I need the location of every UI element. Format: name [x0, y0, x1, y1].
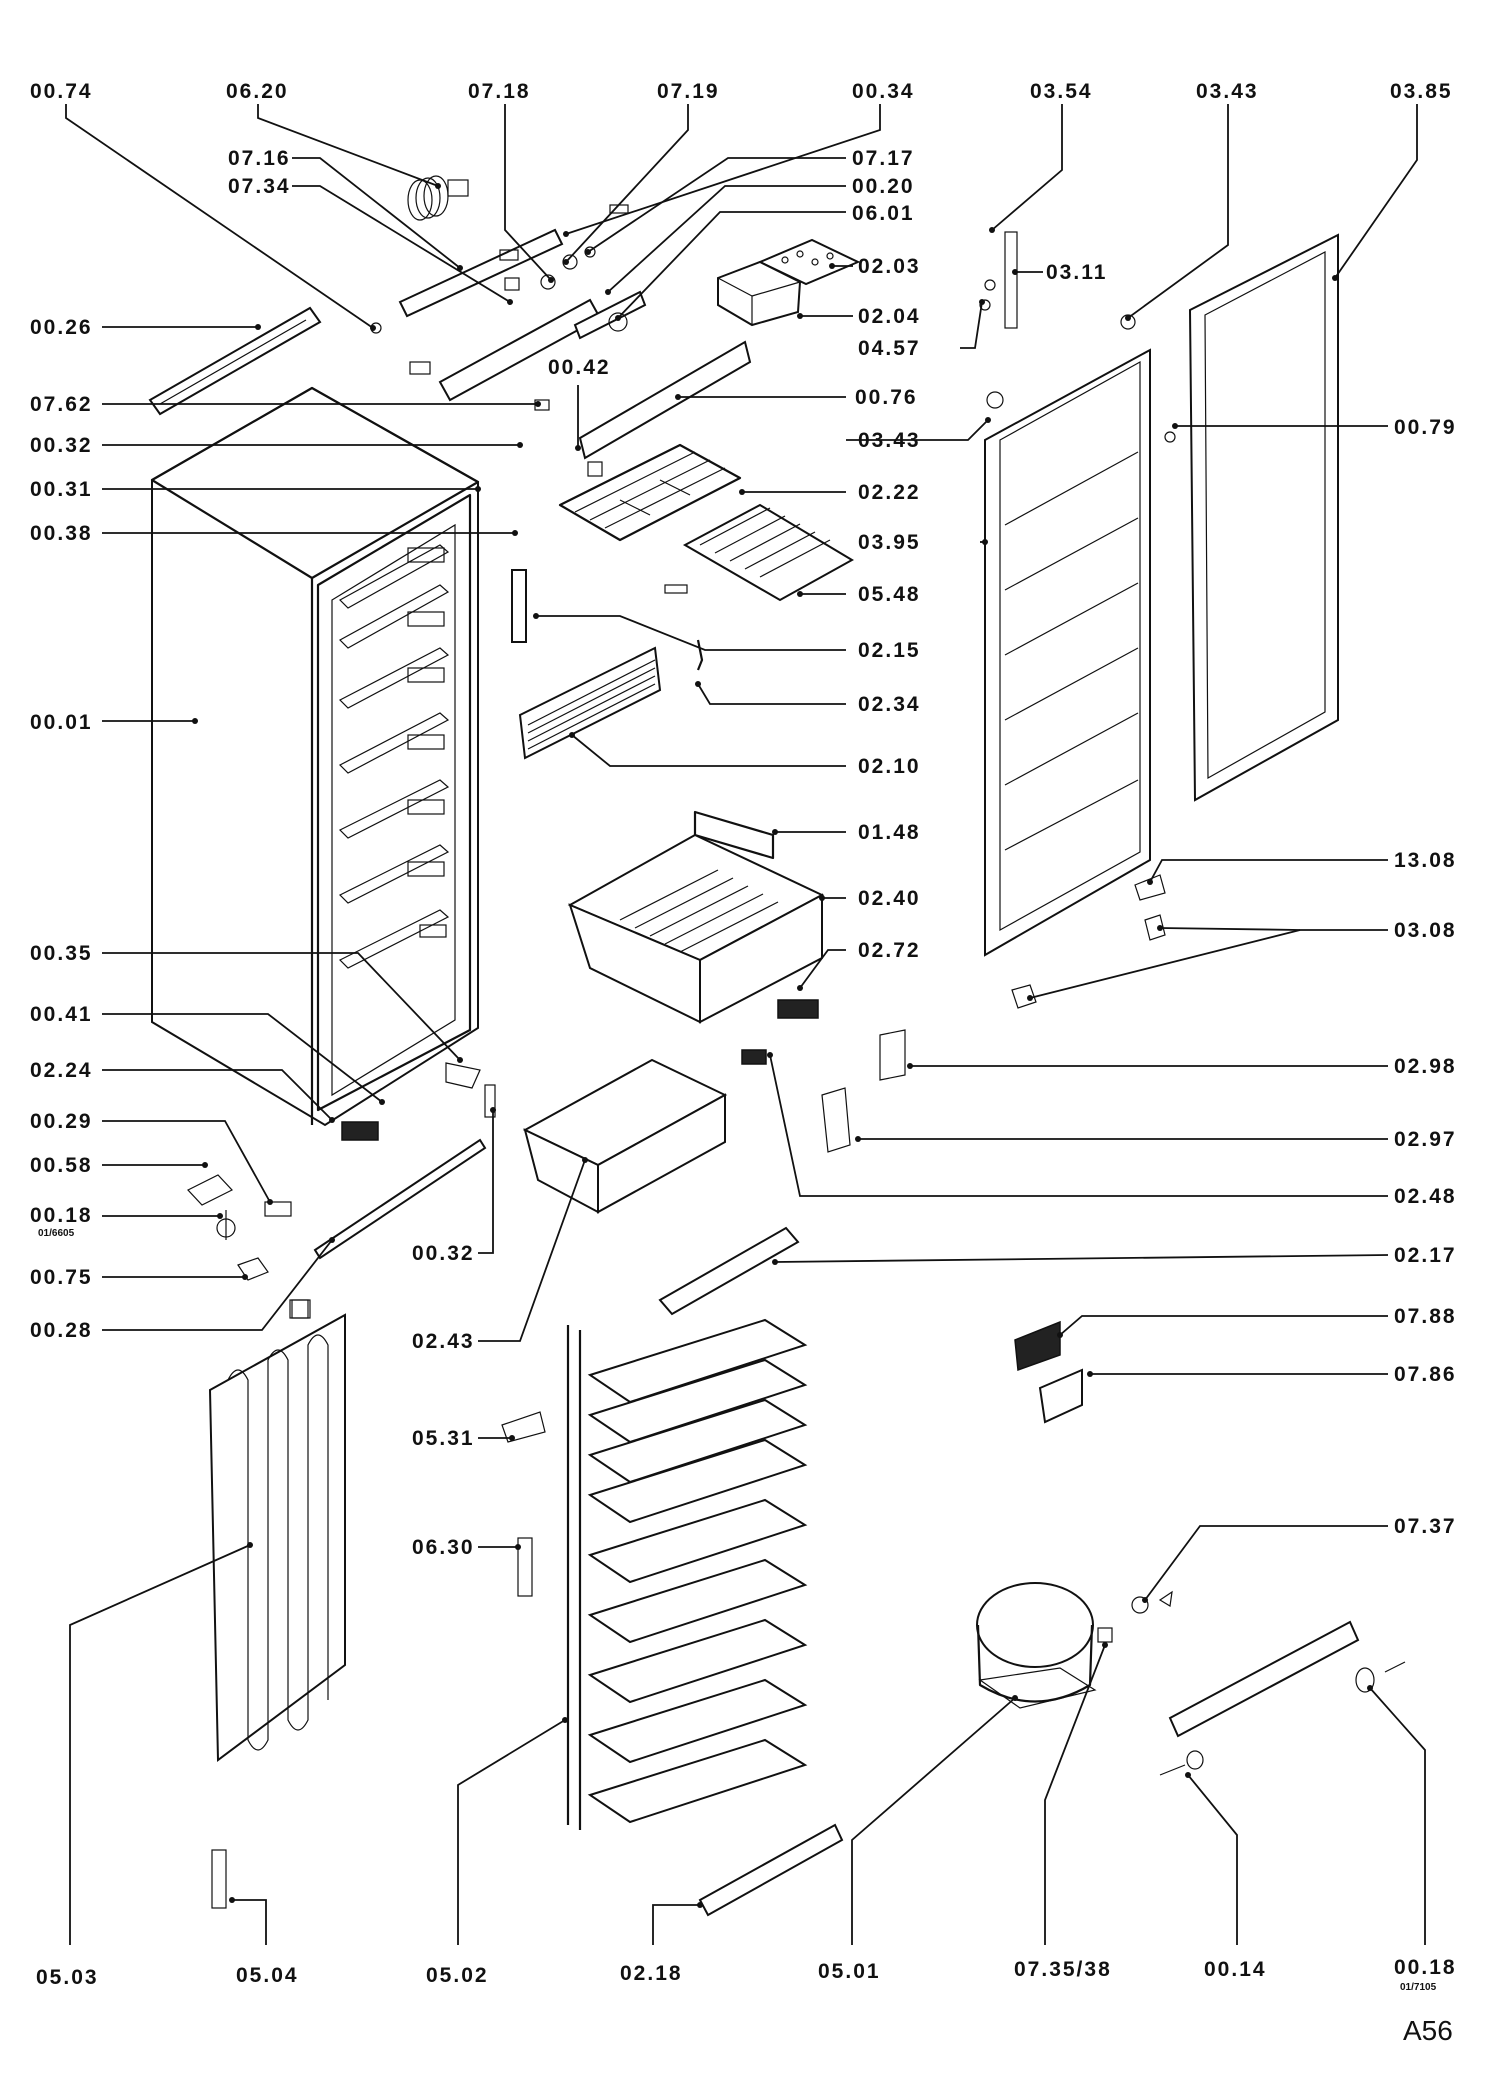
- label-00-14: 00.14: [1204, 1958, 1267, 1981]
- ice-tray-drawing: [717, 238, 861, 327]
- label-00-32-top: 00.32: [30, 434, 93, 457]
- label-00-18-right-note: 01/7105: [1400, 1982, 1437, 1993]
- clip-drawing: [696, 639, 704, 671]
- hinge-drawings: [658, 231, 1176, 1424]
- label-06-01: 06.01: [852, 202, 915, 225]
- label-00-34: 00.34: [852, 80, 915, 103]
- label-02-72: 02.72: [858, 939, 921, 962]
- label-07-16: 07.16: [228, 147, 291, 170]
- label-00-76: 00.76: [855, 386, 918, 409]
- label-02-24: 02.24: [30, 1059, 93, 1082]
- diagram-reference: A56: [1403, 2015, 1453, 2046]
- condenser-drawing: [208, 1299, 346, 1909]
- label-07-37: 07.37: [1394, 1515, 1457, 1538]
- basket-drawing: [567, 810, 825, 1065]
- label-02-34: 02.34: [858, 693, 921, 716]
- label-02-15: 02.15: [858, 639, 921, 662]
- drawer-drawing: [522, 1058, 728, 1214]
- part-labels: 00.74 06.20 07.18 07.19 00.34 03.54 03.4…: [30, 80, 1457, 2046]
- label-05-04: 05.04: [236, 1964, 299, 1987]
- label-04-57: 04.57: [858, 337, 921, 360]
- label-00-79: 00.79: [1394, 416, 1457, 439]
- base-fittings-drawing: [1159, 1620, 1406, 1776]
- label-03-11: 03.11: [1046, 261, 1107, 284]
- label-00-42: 00.42: [548, 356, 611, 379]
- door-drawing: [984, 348, 1151, 957]
- label-02-04: 02.04: [858, 305, 921, 328]
- thermostat-housing-drawing: [409, 290, 752, 477]
- label-02-03: 02.03: [858, 255, 921, 278]
- label-02-43: 02.43: [412, 1330, 475, 1353]
- bottom-fittings-drawing: [187, 1062, 496, 1319]
- label-07-18: 07.18: [468, 80, 531, 103]
- label-07-88: 07.88: [1394, 1305, 1457, 1328]
- label-00-32-bottom: 00.32: [412, 1242, 475, 1265]
- label-01-48: 01.48: [858, 821, 921, 844]
- label-03-08: 03.08: [1394, 919, 1457, 942]
- label-07-19: 07.19: [657, 80, 720, 103]
- label-02-18: 02.18: [620, 1962, 683, 1985]
- label-00-18-left-note: 01/6605: [38, 1228, 75, 1239]
- control-panel-drawing: [370, 175, 629, 334]
- label-05-48: 05.48: [858, 583, 921, 606]
- label-13-08: 13.08: [1394, 849, 1457, 872]
- label-02-17: 02.17: [1394, 1244, 1457, 1267]
- label-02-48: 02.48: [1394, 1185, 1457, 1208]
- gasket-drawing: [1188, 233, 1339, 802]
- label-02-98: 02.98: [1394, 1055, 1457, 1078]
- label-05-02: 05.02: [426, 1964, 489, 1987]
- label-02-97: 02.97: [1394, 1128, 1457, 1151]
- label-00-28: 00.28: [30, 1319, 93, 1342]
- label-03-54: 03.54: [1030, 80, 1093, 103]
- label-00-75: 00.75: [30, 1266, 93, 1289]
- label-06-20: 06.20: [226, 80, 289, 103]
- leader-lines: [65, 104, 1426, 1945]
- flap-drawing: [518, 646, 662, 760]
- label-07-86: 07.86: [1394, 1363, 1457, 1386]
- label-00-18-left: 00.18: [30, 1204, 93, 1227]
- label-07-62: 07.62: [30, 393, 93, 416]
- part-drawings: [148, 175, 1406, 1917]
- label-00-18-right: 00.18: [1394, 1956, 1457, 1979]
- cabinet-drawing: [150, 386, 480, 1141]
- label-06-30: 06.30: [412, 1536, 475, 1559]
- label-05-01: 05.01: [818, 1960, 881, 1983]
- label-00-74: 00.74: [30, 80, 93, 103]
- label-00-01: 00.01: [30, 711, 93, 734]
- label-07-35-38: 07.35/38: [1014, 1958, 1112, 1981]
- label-02-22: 02.22: [858, 481, 921, 504]
- label-00-29: 00.29: [30, 1110, 93, 1133]
- label-05-03: 05.03: [36, 1966, 99, 1989]
- label-00-20: 00.20: [852, 175, 915, 198]
- label-00-38: 00.38: [30, 522, 93, 545]
- label-03-85: 03.85: [1390, 80, 1453, 103]
- label-03-95: 03.95: [858, 531, 921, 554]
- label-05-31: 05.31: [412, 1427, 475, 1450]
- bracket-drawing: [511, 569, 527, 643]
- label-00-41: 00.41: [30, 1003, 93, 1026]
- label-00-58: 00.58: [30, 1154, 93, 1177]
- label-07-17: 07.17: [852, 147, 915, 170]
- evaporator-shelves-drawing: [501, 1318, 844, 1917]
- label-00-35: 00.35: [30, 942, 93, 965]
- label-02-10: 02.10: [858, 755, 921, 778]
- label-00-26: 00.26: [30, 316, 93, 339]
- label-03-43-mid: 03.43: [858, 429, 921, 452]
- compressor-drawing: [976, 1582, 1173, 1709]
- label-07-34: 07.34: [228, 175, 291, 198]
- wire-shelf-drawing: [558, 443, 855, 602]
- label-03-43-top: 03.43: [1196, 80, 1259, 103]
- label-00-31: 00.31: [30, 478, 93, 501]
- label-02-40: 02.40: [858, 887, 921, 910]
